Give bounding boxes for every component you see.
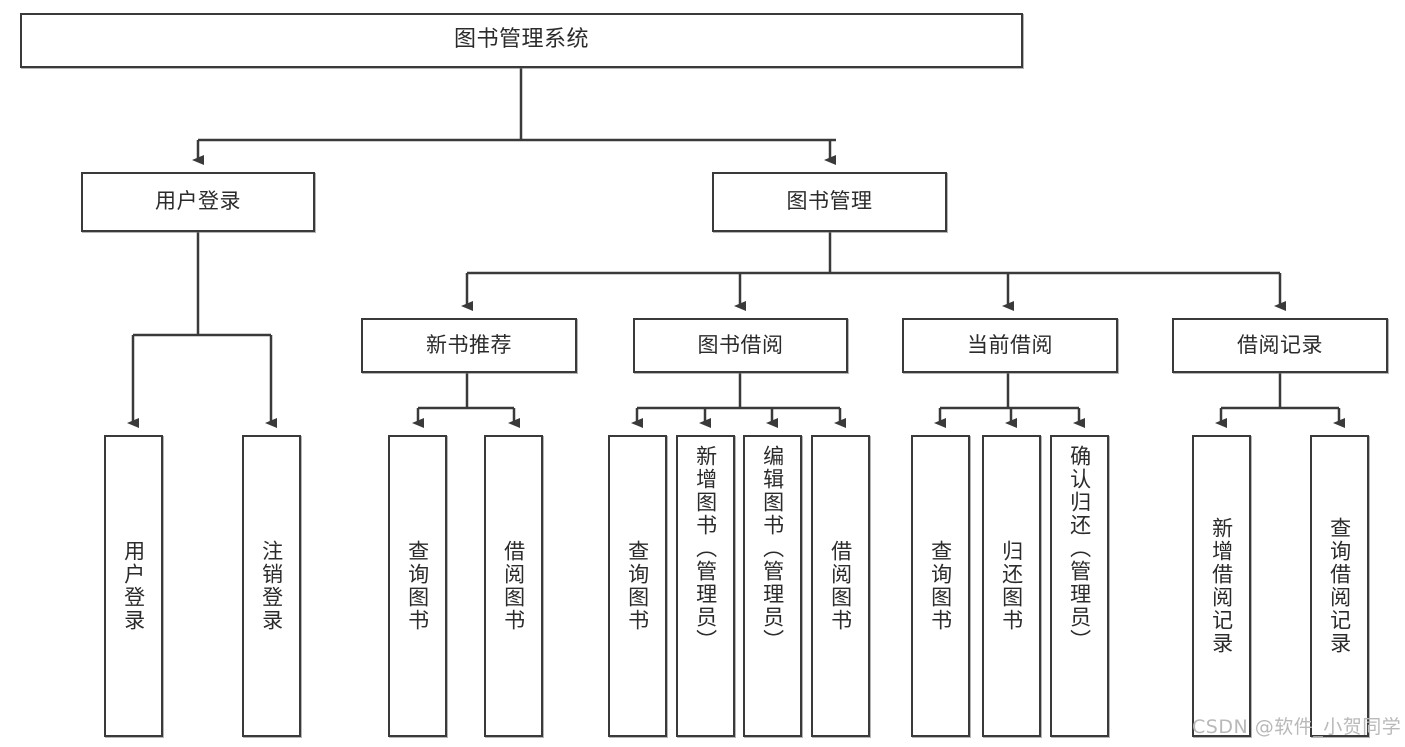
node-book-borrow[interactable]: 图书借阅 xyxy=(633,318,848,373)
node-book-borrow-label: 图书借阅 xyxy=(697,332,784,357)
node-root-label: 图书管理系统 xyxy=(453,27,589,53)
node-user-login[interactable]: 用户登录 xyxy=(81,172,315,232)
node-new-book-recommend-label: 新书推荐 xyxy=(426,332,512,357)
node-leaf-query-book-borrow[interactable]: 查询图书 xyxy=(608,435,667,737)
node-leaf-edit-book-admin-label: 编辑图书（管理员） xyxy=(760,445,785,652)
node-leaf-logout-login[interactable]: 注销登录 xyxy=(242,435,301,737)
node-leaf-add-book-admin[interactable]: 新增图书（管理员） xyxy=(676,435,735,737)
node-leaf-query-book-current-label: 查询图书 xyxy=(928,540,953,632)
node-current-borrow[interactable]: 当前借阅 xyxy=(902,318,1118,373)
node-leaf-add-borrow-record-label: 新增借阅记录 xyxy=(1209,517,1234,655)
node-leaf-borrow-book-label: 借阅图书 xyxy=(828,540,853,632)
node-borrow-record-label: 借阅记录 xyxy=(1237,332,1323,357)
node-leaf-borrow-book[interactable]: 借阅图书 xyxy=(811,435,870,737)
node-leaf-user-login[interactable]: 用户登录 xyxy=(104,435,163,737)
node-leaf-borrow-book-recommend[interactable]: 借阅图书 xyxy=(484,435,543,737)
node-leaf-query-book-recommend-label: 查询图书 xyxy=(405,540,430,632)
node-leaf-logout-login-label: 注销登录 xyxy=(259,540,284,632)
csdn-watermark: CSDN @软件_小贺同学 xyxy=(1192,716,1402,738)
node-leaf-add-book-admin-label: 新增图书（管理员） xyxy=(693,445,718,652)
node-current-borrow-label: 当前借阅 xyxy=(967,332,1053,357)
node-root[interactable]: 图书管理系统 xyxy=(20,13,1023,68)
node-borrow-record[interactable]: 借阅记录 xyxy=(1172,318,1388,373)
node-leaf-edit-book-admin[interactable]: 编辑图书（管理员） xyxy=(743,435,802,737)
node-leaf-confirm-return-admin[interactable]: 确认归还（管理员） xyxy=(1050,435,1109,737)
node-leaf-query-borrow-record[interactable]: 查询借阅记录 xyxy=(1310,435,1369,737)
node-leaf-query-borrow-record-label: 查询借阅记录 xyxy=(1327,517,1352,655)
node-book-management[interactable]: 图书管理 xyxy=(712,172,947,232)
node-leaf-borrow-book-recommend-label: 借阅图书 xyxy=(501,540,526,632)
node-leaf-return-book[interactable]: 归还图书 xyxy=(982,435,1041,737)
node-leaf-query-book-borrow-label: 查询图书 xyxy=(625,540,650,632)
node-leaf-query-book-current[interactable]: 查询图书 xyxy=(911,435,970,737)
node-leaf-query-book-recommend[interactable]: 查询图书 xyxy=(388,435,447,737)
node-leaf-confirm-return-admin-label: 确认归还（管理员） xyxy=(1067,445,1092,652)
node-user-login-label: 用户登录 xyxy=(155,189,241,214)
node-leaf-user-login-label: 用户登录 xyxy=(121,540,146,632)
node-leaf-return-book-label: 归还图书 xyxy=(999,540,1024,632)
node-leaf-add-borrow-record[interactable]: 新增借阅记录 xyxy=(1192,435,1251,737)
node-book-management-label: 图书管理 xyxy=(786,189,873,214)
node-new-book-recommend[interactable]: 新书推荐 xyxy=(361,318,577,373)
